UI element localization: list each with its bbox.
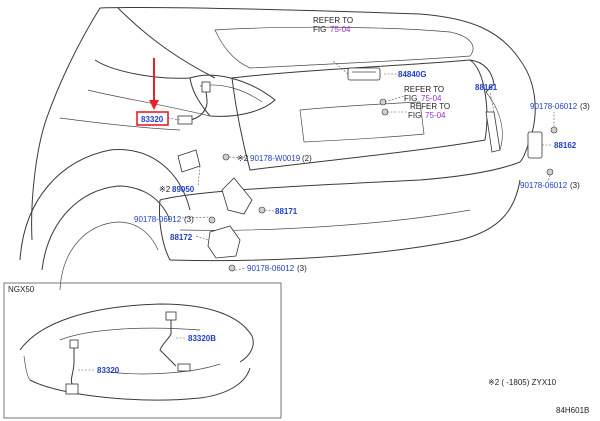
part-83320[interactable]: 83320 xyxy=(141,115,164,124)
part-83320b[interactable]: 83320B xyxy=(188,334,216,343)
qty-90178-06012-right: (3) xyxy=(570,181,580,190)
part-90178-06012-top[interactable]: 90178-06012 xyxy=(530,102,578,111)
part-90178-06012-right[interactable]: 90178-06012 xyxy=(520,181,568,190)
part-88172[interactable]: 88172 xyxy=(170,233,193,242)
part-icons xyxy=(177,67,558,272)
part-89050[interactable]: 89050 xyxy=(172,185,195,194)
inset-title: NGX50 xyxy=(8,285,35,294)
ref-mid2-fig[interactable]: 75-04 xyxy=(425,111,446,120)
part-88171[interactable]: 88171 xyxy=(275,207,298,216)
part-88161[interactable]: 88161 xyxy=(475,83,498,92)
part-83320-inset[interactable]: 83320 xyxy=(97,366,120,375)
part-84840g[interactable]: 84840G xyxy=(398,70,426,79)
ref-top-fig[interactable]: 75-04 xyxy=(330,25,351,34)
part-90178-w0019[interactable]: 90178-W0019 xyxy=(250,154,301,163)
note-x2-a: ※2 xyxy=(237,154,249,163)
footnote: ※2 ( -1805) ZYX10 xyxy=(488,378,557,387)
labels: REFER TO FIG 75-04 84840G REFER TO FIG 7… xyxy=(134,16,590,273)
qty-90178-06012-top: (3) xyxy=(580,102,590,111)
qty-90178-06012-left: (3) xyxy=(184,215,194,224)
vehicle-rear-illustration xyxy=(19,6,536,291)
ref-mid1-line1: REFER TO xyxy=(404,85,444,94)
figure-code: 84H601B xyxy=(556,406,589,415)
ref-mid1-fig[interactable]: 75-04 xyxy=(421,94,442,103)
ref-mid2-line1: REFER TO xyxy=(410,102,450,111)
highlight-box-83320 xyxy=(136,111,169,126)
part-90178-06012-bottom[interactable]: 90178-06012 xyxy=(247,264,295,273)
note-x2-b: ※2 xyxy=(159,185,171,194)
ref-top-line1: REFER TO xyxy=(313,16,353,25)
highlight-arrow xyxy=(149,58,159,110)
ref-top-line2: FIG xyxy=(313,25,326,34)
part-90178-06012-left[interactable]: 90178-06012 xyxy=(134,215,182,224)
inset-ngx50: NGX50 83320B 83320 xyxy=(3,282,282,419)
ref-mid2-line2: FIG xyxy=(408,111,421,120)
ref-mid1-line2: FIG xyxy=(404,94,417,103)
qty-90178-w0019: (2) xyxy=(302,154,312,163)
qty-90178-06012-bottom: (3) xyxy=(297,264,307,273)
leader-lines xyxy=(167,59,555,272)
part-88162[interactable]: 88162 xyxy=(554,141,577,150)
